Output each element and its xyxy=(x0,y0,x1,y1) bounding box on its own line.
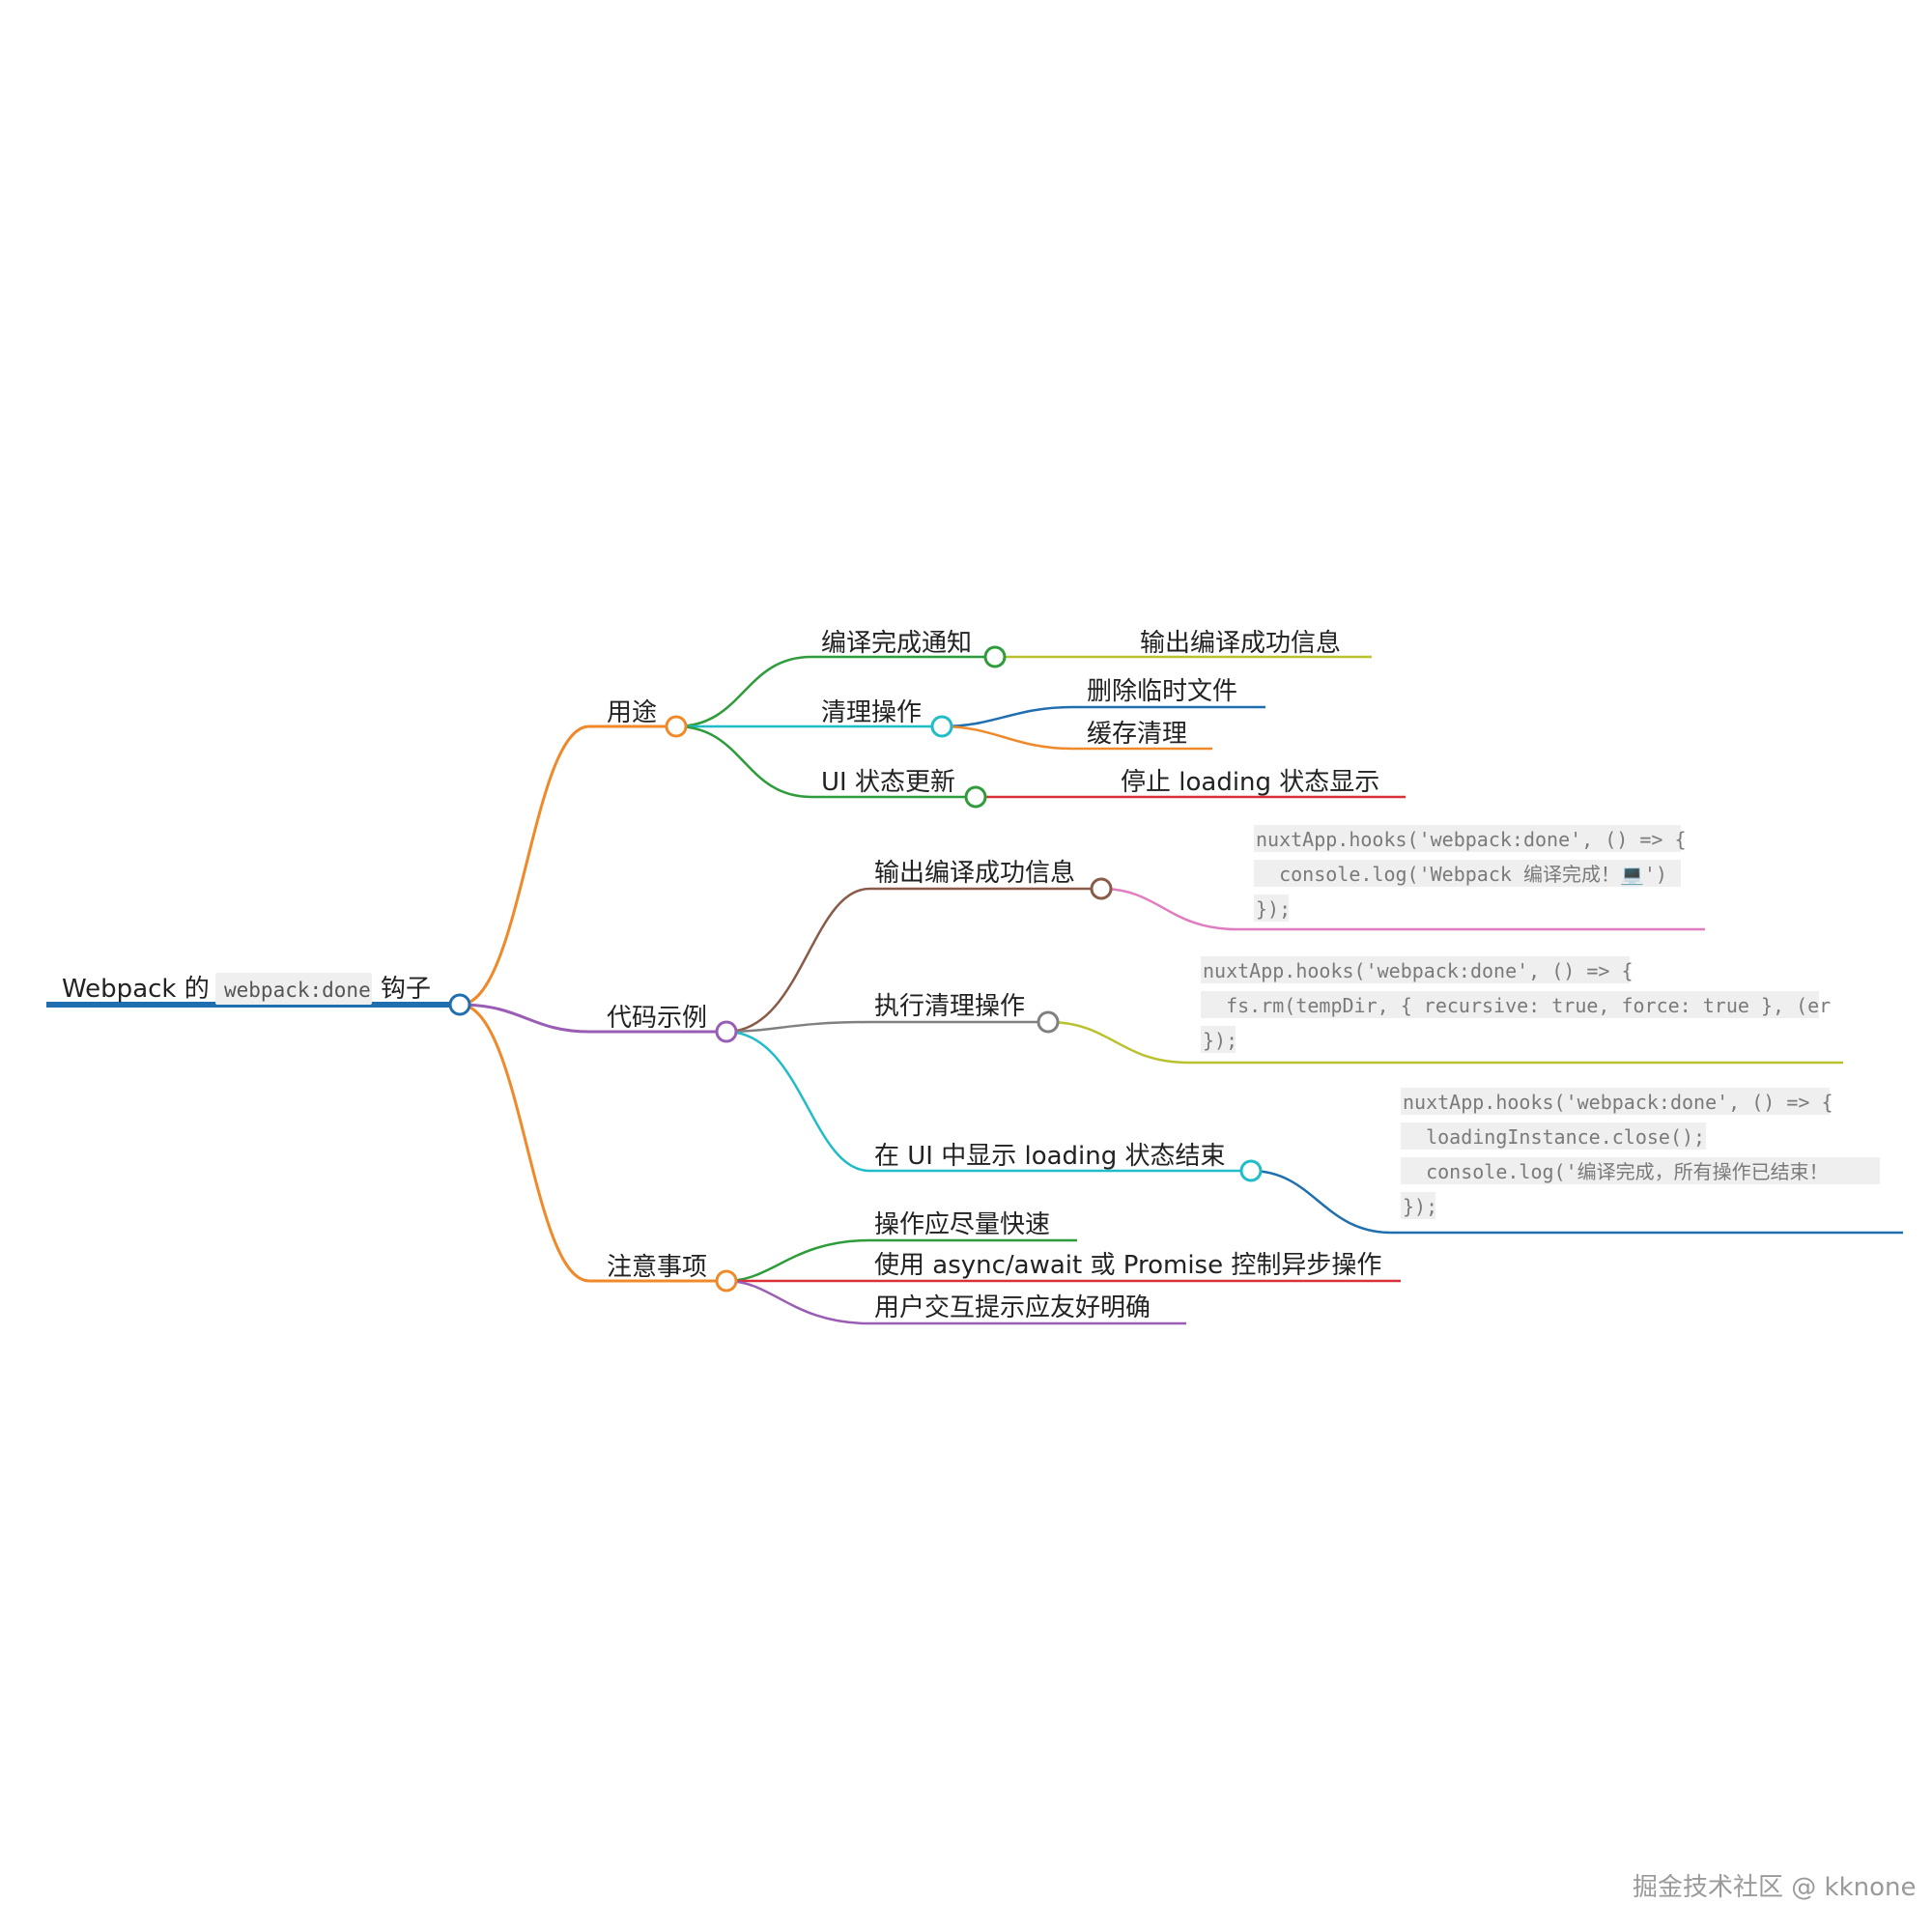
code-line-bg xyxy=(1401,1157,1880,1184)
edge-usage-compile xyxy=(675,655,995,728)
edge-cleanup-child2 xyxy=(941,724,1212,751)
example-cleanup-toggle[interactable] xyxy=(1037,1010,1060,1034)
usage-toggle[interactable] xyxy=(665,715,688,738)
edge-examples-ui xyxy=(725,1030,1251,1173)
node-ui-update-child[interactable]: 停止 loading 状态显示 xyxy=(1121,768,1379,797)
code-line-bg xyxy=(1401,1192,1435,1219)
code-line: nuxtApp.hooks('webpack:done', () => { xyxy=(1256,828,1687,851)
edge-notes-item3 xyxy=(725,1279,1186,1325)
node-note-1[interactable]: 操作应尽量快速 xyxy=(874,1210,1050,1239)
node-note-2[interactable]: 使用 async/await 或 Promise 控制异步操作 xyxy=(874,1251,1381,1280)
ui-update-toggle[interactable] xyxy=(964,785,987,809)
code-line: console.log('编译完成，所有操作已结束！ xyxy=(1403,1160,1829,1183)
edge-root-notes xyxy=(459,1003,726,1283)
node-cleanup-child1[interactable]: 删除临时文件 xyxy=(1087,677,1237,706)
edge-ui-code xyxy=(1250,1169,1903,1235)
node-notes[interactable]: 注意事项 xyxy=(607,1253,707,1282)
root-node[interactable]: Webpack 的 webpack:done 钩子 xyxy=(62,973,431,1005)
edge-notes-item1 xyxy=(725,1238,1077,1283)
code-line: fs.rm(tempDir, { recursive: true, force:… xyxy=(1203,994,1831,1017)
root-prefix: Webpack 的 xyxy=(62,975,210,1004)
code-block-output[interactable]: nuxtApp.hooks('webpack:done', () => { co… xyxy=(1254,825,1687,922)
node-note-3[interactable]: 用户交互提示应友好明确 xyxy=(874,1293,1151,1322)
code-line: console.log('Webpack 编译完成！💻') xyxy=(1256,863,1667,886)
code-line: nuxtApp.hooks('webpack:done', () => { xyxy=(1403,1091,1833,1114)
example-output-toggle[interactable] xyxy=(1090,877,1113,900)
root-code-bg xyxy=(215,973,372,1005)
node-examples[interactable]: 代码示例 xyxy=(607,1004,707,1033)
code-line: }); xyxy=(1403,1195,1437,1218)
edge-examples-output xyxy=(725,887,1101,1034)
watermark: 掘金技术社区 @ kknone xyxy=(1633,1873,1917,1902)
edge-root-examples xyxy=(459,1003,726,1034)
example-ui-toggle[interactable] xyxy=(1239,1159,1263,1182)
code-line-bg xyxy=(1401,1088,1830,1115)
edge-output-code xyxy=(1100,887,1705,931)
node-compile-notice-child[interactable]: 输出编译成功信息 xyxy=(1140,629,1341,658)
root-code: webpack:done xyxy=(224,979,371,1002)
node-example-output[interactable]: 输出编译成功信息 xyxy=(874,859,1075,888)
edge-cleanup-child1 xyxy=(941,705,1265,728)
edge-cleanup-code xyxy=(1047,1020,1843,1065)
code-line: loadingInstance.close(); xyxy=(1403,1125,1705,1149)
node-example-cleanup[interactable]: 执行清理操作 xyxy=(874,992,1025,1021)
code-line: }); xyxy=(1203,1029,1237,1052)
code-block-cleanup[interactable]: nuxtApp.hooks('webpack:done', () => { fs… xyxy=(1201,956,1831,1053)
code-line-bg xyxy=(1201,956,1630,983)
code-line: nuxtApp.hooks('webpack:done', () => { xyxy=(1203,959,1634,982)
node-cleanup-child2[interactable]: 缓存清理 xyxy=(1087,720,1187,749)
notes-toggle[interactable] xyxy=(715,1269,738,1293)
code-line: }); xyxy=(1256,897,1291,921)
edge-examples-cleanup xyxy=(725,1020,1048,1034)
code-line-bg xyxy=(1254,825,1681,852)
node-ui-update[interactable]: UI 状态更新 xyxy=(821,768,955,797)
code-block-ui[interactable]: nuxtApp.hooks('webpack:done', () => { lo… xyxy=(1401,1088,1880,1219)
node-compile-notice[interactable]: 编译完成通知 xyxy=(821,629,972,658)
code-line-bg xyxy=(1201,1026,1236,1053)
edge-root-usage xyxy=(459,724,676,1007)
edge-usage-ui xyxy=(675,724,976,799)
cleanup-toggle[interactable] xyxy=(930,715,953,738)
node-cleanup[interactable]: 清理操作 xyxy=(821,698,922,727)
node-usage[interactable]: 用途 xyxy=(607,698,657,727)
code-line-bg xyxy=(1201,991,1819,1018)
node-example-ui[interactable]: 在 UI 中显示 loading 状态结束 xyxy=(874,1142,1226,1171)
examples-toggle[interactable] xyxy=(715,1020,738,1043)
code-line-bg xyxy=(1401,1122,1706,1150)
code-line-bg xyxy=(1254,895,1289,922)
root-suffix: 钩子 xyxy=(381,975,431,1004)
compile-notice-toggle[interactable] xyxy=(983,645,1007,668)
code-line-bg xyxy=(1254,860,1681,887)
root-toggle[interactable] xyxy=(448,993,471,1016)
